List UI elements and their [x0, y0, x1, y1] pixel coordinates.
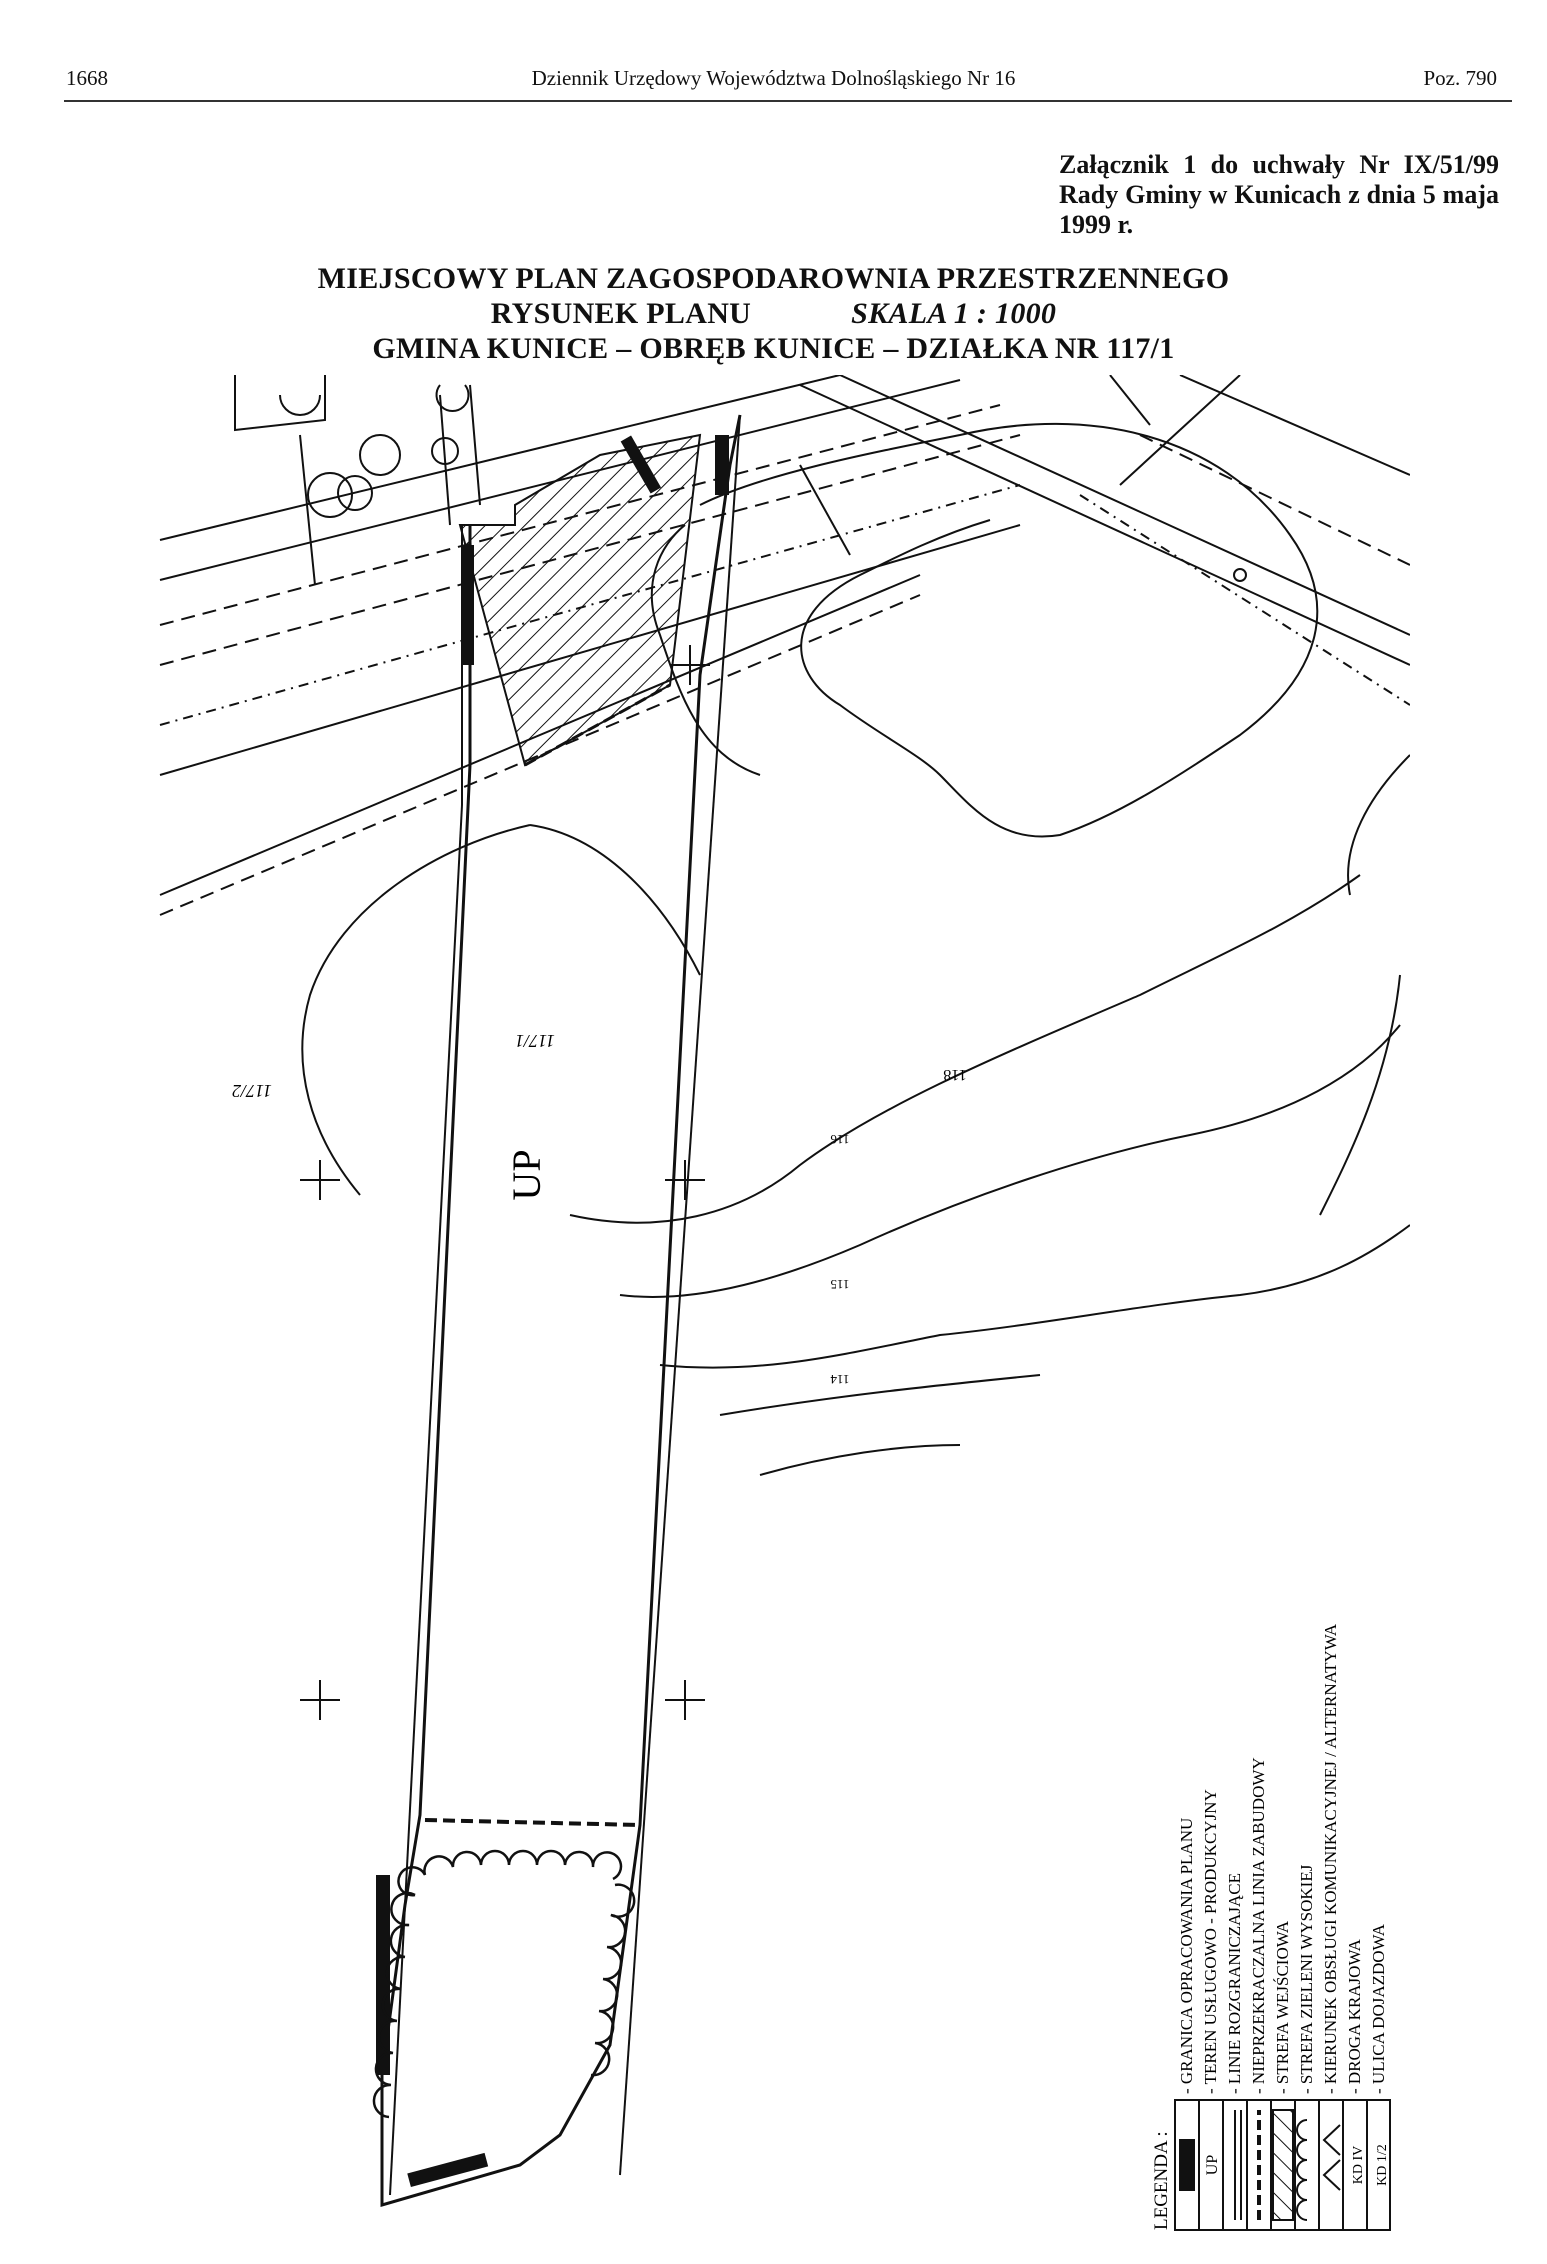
- drawing-label: RYSUNEK PLANU: [490, 297, 752, 330]
- entrance-zone: [458, 433, 702, 767]
- north-east-road: [799, 375, 1410, 706]
- legend-item-text: - STREFA ZIELENI WYSOKIEJ: [1297, 1864, 1316, 2094]
- scale-label: SKALA 1 : 1000: [851, 297, 1057, 330]
- parcel-label-east: 118: [943, 1066, 966, 1083]
- legend-item-text: - NIEPRZEKRACZALNA LINIA ZABUDOWY: [1249, 1757, 1268, 2094]
- contour-label-114: 114: [830, 1372, 850, 1387]
- position-number: Poz. 790: [1423, 66, 1498, 90]
- attachment-note: Załącznik 1 do uchwały Nr IX/51/99 Rady …: [1059, 150, 1499, 239]
- legend-item-text: - GRANICA OPRACOWANIA PLANU: [1177, 1818, 1196, 2094]
- parcel-title: GMINA KUNICE – OBRĘB KUNICE – DZIAŁKA NR…: [372, 332, 1175, 365]
- page-number: 1668: [66, 66, 108, 90]
- plan-title: MIEJSCOWY PLAN ZAGOSPODAROWNIA PRZESTRZE…: [317, 262, 1230, 295]
- legend: LEGENDA : UP KD IV KD 1/2 - GRANICA OPRA…: [1151, 1623, 1391, 2231]
- contour-label-116: 116: [830, 1132, 850, 1147]
- legend-symbol-box: [1174, 2099, 1391, 2231]
- parcel-label-main: 117/1: [515, 1031, 555, 1051]
- contour-115: [619, 1024, 1401, 1298]
- legend-item-text: - KIERUNEK OBSŁUGI KOMUNIKACYJNEJ / ALTE…: [1321, 1623, 1340, 2094]
- plan-subtitle: RYSUNEK PLANU SKALA 1 : 1000: [0, 297, 1547, 331]
- contour-114: [659, 1224, 1410, 1369]
- legend-item-text: - ULICA DOJAZDOWA: [1369, 1923, 1388, 2094]
- legend-item-text: - LINIE ROZGRANICZAJĄCE: [1225, 1873, 1244, 2094]
- legend-texts: - GRANICA OPRACOWANIA PLANU - TEREN USŁU…: [1177, 1623, 1388, 2094]
- legend-symbol-kd-iv: KD IV: [1351, 2146, 1366, 2185]
- parcel-label-neighbor: 117/2: [232, 1081, 272, 1101]
- plan-boundary: [380, 414, 851, 2207]
- survey-crosses: [300, 645, 710, 1720]
- legend-item-text: - DROGA KRAJOWA: [1345, 1938, 1364, 2094]
- legend-symbol-up: UP: [1204, 2155, 1221, 2176]
- legend-item-text: - TEREN USŁUGOWO - PRODUKCYJNY: [1201, 1789, 1220, 2094]
- contour-label-115: 115: [830, 1277, 849, 1292]
- legend-symbol-kd-12: KD 1/2: [1375, 2144, 1390, 2186]
- green-zone: [372, 1849, 636, 2119]
- boundary-bold-marks: [376, 435, 729, 2188]
- contour-116: [569, 874, 1361, 1224]
- legend-item-text: - STREFA WEJŚCIOWA: [1273, 1920, 1292, 2094]
- plan-map: UP 117/1 117/2 118 116 115 114 LEGENDA :…: [159, 375, 1410, 2231]
- legend-heading: LEGENDA :: [1151, 2131, 1172, 2230]
- header-rule: [64, 100, 1512, 102]
- building-outlines: [234, 375, 481, 586]
- zone-label-up: UP: [504, 1149, 549, 1200]
- journal-title: Dziennik Urzędowy Województwa Dolnośląsk…: [531, 66, 1016, 90]
